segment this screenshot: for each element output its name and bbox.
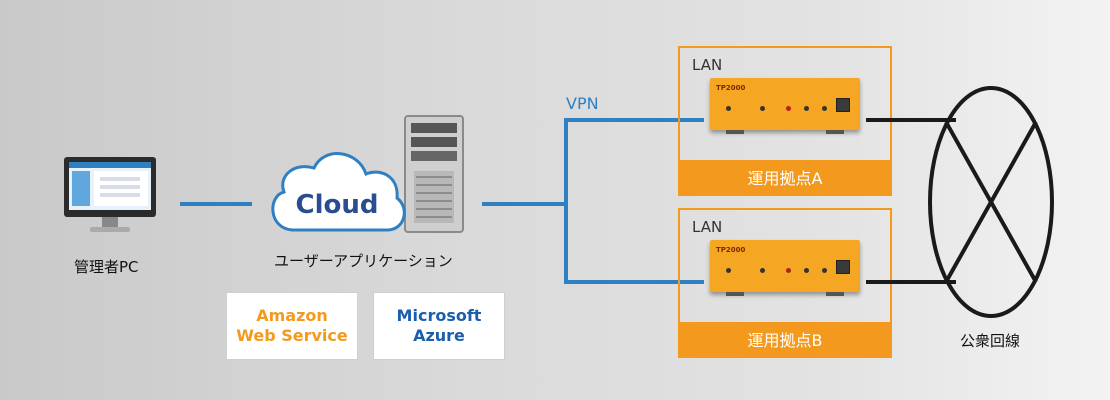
cloud-caption: ユーザーアプリケーション <box>274 252 453 270</box>
vpn-branch-a <box>564 118 704 122</box>
admin-pc-label: 管理者PC <box>74 258 139 276</box>
pc-cloud-link <box>180 202 252 206</box>
vpn-vertical <box>564 118 568 284</box>
public-link-a <box>866 118 956 122</box>
device-b-model: TP2000 <box>716 246 746 254</box>
vpn-label: VPN <box>566 94 599 113</box>
site-a-name: 運用拠点A <box>680 160 890 194</box>
site-a-lan-label: LAN <box>692 56 723 74</box>
tp2000-device-a: TP2000 <box>710 78 860 134</box>
site-a: LAN TP2000 運用拠点A <box>678 46 892 196</box>
cloud: Cloud <box>262 140 412 240</box>
tp2000-device-b: TP2000 <box>710 240 860 296</box>
public-line-icon <box>928 86 1054 318</box>
vpn-trunk <box>482 202 566 206</box>
server-tower <box>404 115 464 233</box>
cloud-icon <box>271 152 406 232</box>
provider-azure-line2: Azure <box>413 326 465 345</box>
cloud-title: Cloud <box>295 190 379 220</box>
monitor-icon <box>64 157 156 232</box>
device-a-model: TP2000 <box>716 84 746 92</box>
site-b-name: 運用拠点B <box>680 322 890 356</box>
site-b-lan-label: LAN <box>692 218 723 236</box>
public-line-label: 公衆回線 <box>960 332 1021 350</box>
provider-aws-line2: Web Service <box>236 326 348 345</box>
public-link-b <box>866 280 956 284</box>
server-icon <box>404 115 464 233</box>
public-line <box>926 84 1056 320</box>
provider-azure: Microsoft Azure <box>373 292 505 360</box>
site-b: LAN TP2000 運用拠点B <box>678 208 892 358</box>
provider-aws-line1: Amazon <box>256 306 328 325</box>
provider-azure-line1: Microsoft <box>396 306 482 325</box>
provider-aws: Amazon Web Service <box>226 292 358 360</box>
admin-pc <box>62 155 158 237</box>
vpn-branch-b <box>564 280 704 284</box>
